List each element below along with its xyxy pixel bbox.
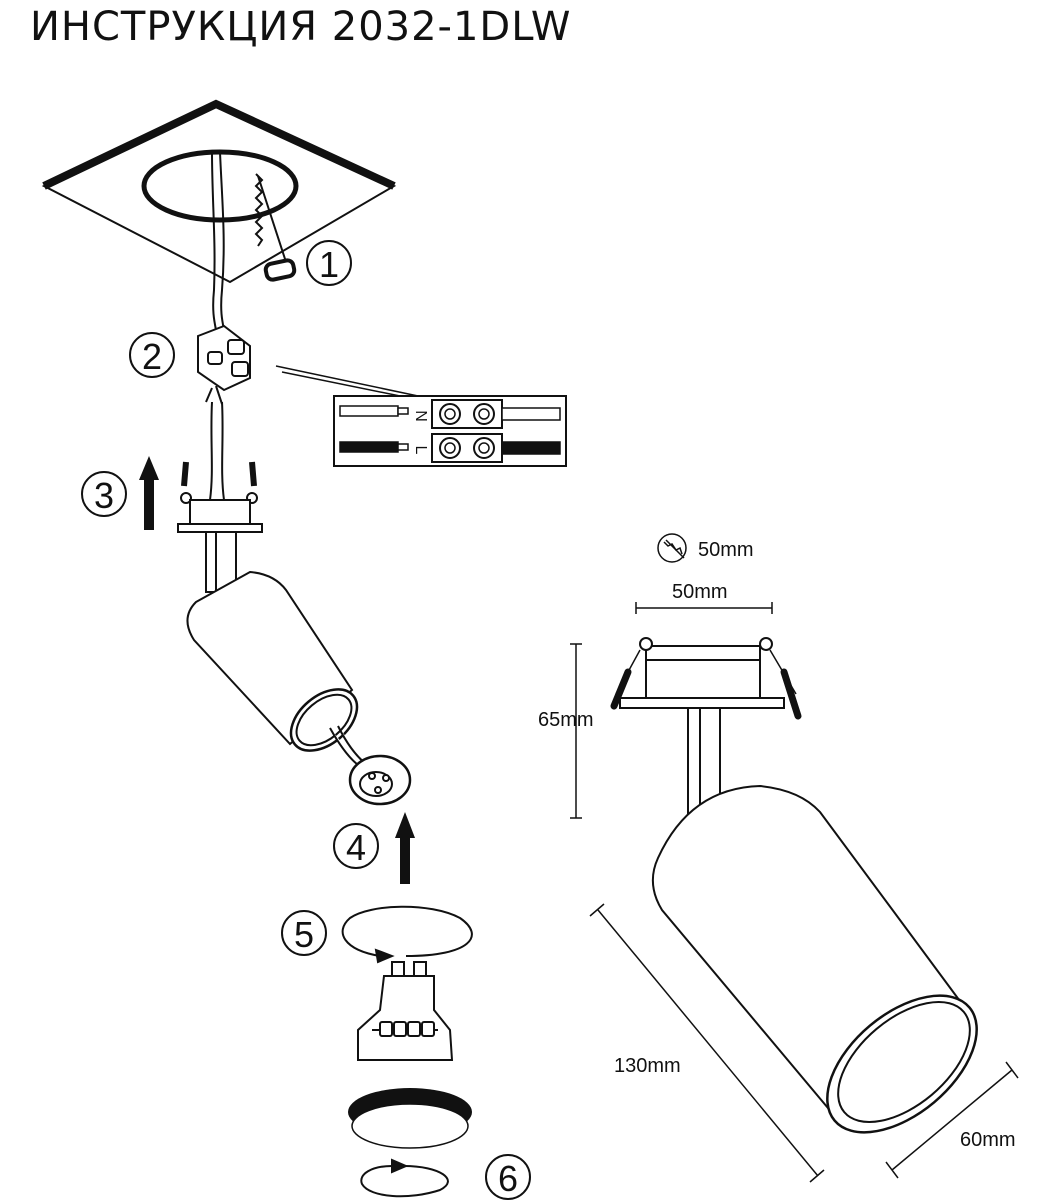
diameter-dimension: 60mm xyxy=(960,1129,1016,1151)
step-5-badge: 5 xyxy=(281,910,327,956)
fixture-wires xyxy=(209,401,225,501)
step-4-arrow xyxy=(395,812,415,884)
step-3-number: 3 xyxy=(94,475,114,516)
trim-ring xyxy=(348,1088,472,1149)
step-6-badge: 6 xyxy=(485,1154,531,1200)
hole-saw xyxy=(254,173,297,282)
wiring-detail: N L xyxy=(333,395,567,467)
hole-saw-icon xyxy=(657,533,687,563)
length-dimension-line xyxy=(589,903,825,1183)
step-2-number: 2 xyxy=(142,336,162,377)
cutout-dimension: 50mm xyxy=(698,539,754,561)
spring-clips-top xyxy=(180,461,258,504)
step-5-number: 5 xyxy=(294,914,314,955)
step-5-rotate-arrow xyxy=(341,905,473,964)
length-dimension: 130mm xyxy=(614,1055,681,1077)
width-dimension: 50mm xyxy=(672,581,728,603)
step-1-number: 1 xyxy=(319,244,339,285)
spotlight-body xyxy=(186,570,359,752)
terminal-connector xyxy=(197,324,251,405)
step-3-arrow xyxy=(139,456,159,530)
step-4-badge: 4 xyxy=(333,823,379,869)
spring-clips xyxy=(610,649,802,720)
width-dimension-line xyxy=(635,602,773,614)
step-6-number: 6 xyxy=(498,1158,518,1199)
live-label: L xyxy=(412,446,429,455)
step-2-badge: 2 xyxy=(129,332,175,378)
gu10-socket xyxy=(329,725,412,806)
fixture-cylinder xyxy=(651,784,978,1134)
detail-leader xyxy=(275,365,419,397)
neutral-label: N xyxy=(412,410,429,422)
height-dimension-line xyxy=(570,643,582,819)
height-dimension: 65mm xyxy=(538,709,594,731)
gu10-bulb xyxy=(357,961,454,1061)
ceiling-panel xyxy=(41,99,397,284)
step-1-badge: 1 xyxy=(306,240,352,286)
step-4-number: 4 xyxy=(346,827,366,868)
step-3-badge: 3 xyxy=(81,471,127,517)
fixture-mount xyxy=(619,637,785,709)
supply-cable xyxy=(211,151,225,331)
document-title: ИНСТРУКЦИЯ 2032-1DLW xyxy=(30,4,572,50)
step-6-rotate-arrow xyxy=(360,1158,449,1198)
diameter-dimension-line xyxy=(885,1061,1019,1179)
